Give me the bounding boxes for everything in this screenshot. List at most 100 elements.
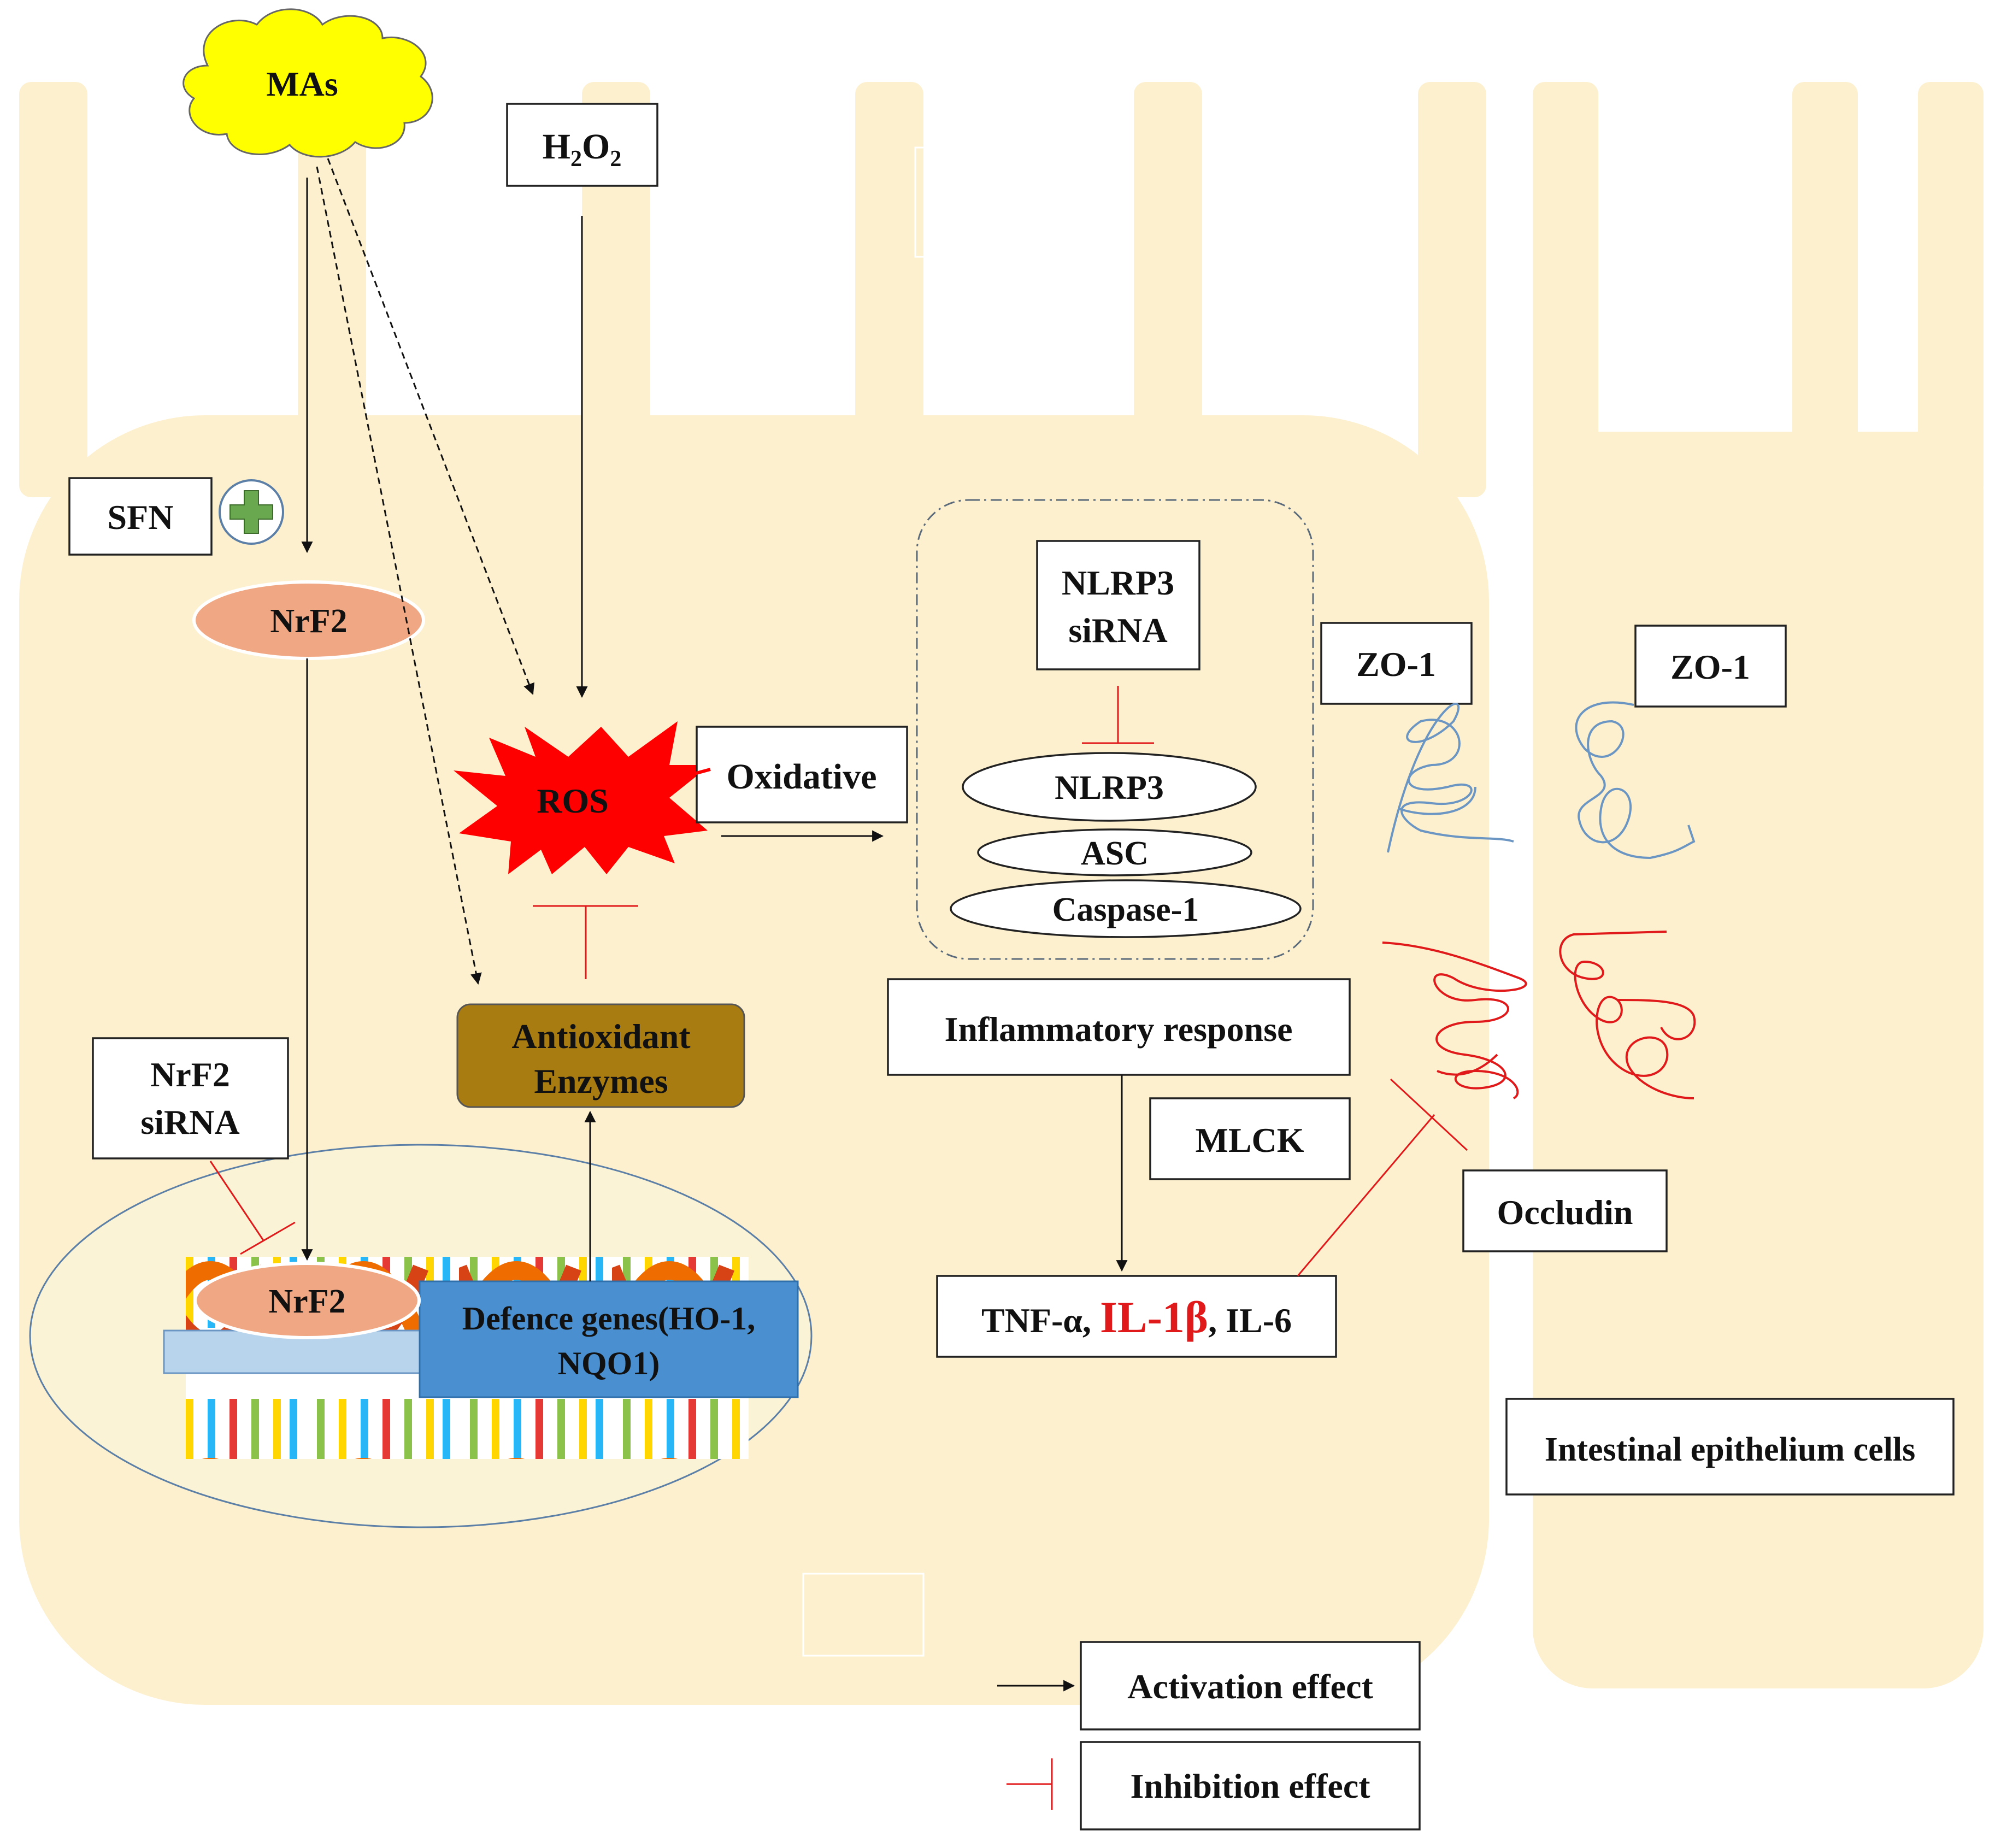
right-microvillus-3 [1918,82,1984,497]
inflammatory-label: Inflammatory response [945,1010,1293,1049]
oxidative-label: Oxidative [727,757,877,797]
microvillus-6 [1418,82,1486,497]
inflammasome-frame [916,499,1314,960]
h2o2-sub1: 2 [570,146,582,172]
asc-label: ASC [1081,835,1149,872]
occludin-fibers [1382,931,1696,1099]
oxidative-box: Oxidative [696,726,908,823]
zo1-right-label: ZO-1 [1670,648,1750,686]
arrow-ros-to-oxidative [655,768,711,786]
defence-genes-box [419,1280,799,1398]
occludin-label: Occludin [1497,1193,1633,1232]
zo1-fiber-left [1387,703,1514,853]
h2o2-o: O [582,127,610,167]
occludin-fiber-left [1382,941,1527,1099]
caspase1-label: Caspase-1 [1052,891,1199,928]
mas-label: MAs [266,64,338,103]
sfn-frame [68,477,213,556]
plus-icon [229,490,273,534]
zo1-fiber-right [1575,701,1696,860]
microvillus-5 [1134,82,1202,497]
faint-box-top [914,146,946,258]
h2o2-label: H2O2 [543,127,622,172]
inhibit-il1b-to-occludin-bar [1390,1078,1468,1151]
right-microvillus-2 [1792,82,1858,497]
ros-burst-icon [454,721,710,874]
h2o2-box: H2O2 [506,103,658,187]
intestinal-label: Intestinal epithelium cells [1545,1431,1916,1468]
zo1-right-frame [1634,625,1787,708]
legend-activation-label: Activation effect [1127,1667,1373,1706]
zo1-fibers [1387,701,1696,860]
nrf2-sirna-frame [92,1037,289,1160]
cytokine-label: TNF-α,IL-1β, IL-6 [981,1292,1292,1342]
h2o2-frame [506,103,658,187]
caspase1-ellipse [950,879,1302,938]
mas-cloud: MAs [183,8,433,158]
antioxidant-box: Antioxidant Enzymes [456,1003,745,1108]
inhibit-nrf2-sirna-stem [209,1161,264,1241]
cytokine-frame [936,1275,1337,1358]
cytokine-il6: , IL-6 [1208,1301,1292,1340]
ros-label: ROS [537,781,609,820]
occludin-frame [1462,1169,1668,1252]
h2o2-h: H [543,127,570,167]
dashed-arrow-mas-to-ros [327,158,535,695]
dashed-arrows [316,158,535,985]
microvillus-1 [19,82,87,497]
zo1-right-box: ZO-1 [1634,625,1787,708]
inhibition-lines [209,686,1468,1276]
nlrp3-ellipse [962,752,1257,822]
cytokine-il1b: IL-1β [1100,1292,1208,1342]
occludin-fiber-left-2 [1437,1054,1498,1076]
faint-box-bottom [802,1573,925,1657]
nrf2-sirna-line2: siRNA [140,1103,239,1141]
inhibit-nrf2-sirna-bar [240,1221,296,1255]
intestinal-frame [1505,1398,1955,1496]
microvillus-2 [298,82,366,497]
mlck-frame [1149,1097,1351,1180]
nlrp3-sirna-frame [1036,540,1200,670]
right-cell-body [1533,432,1984,1688]
right-microvillus-1 [1533,82,1598,497]
dashed-arrow-mas-to-antioxidant [316,166,482,985]
nrf2-sirna-line1: NrF2 [150,1055,230,1094]
legend-inhibition-frame [1080,1741,1421,1831]
antioxidant-frame [456,1003,745,1108]
legend: Activation effect Inhibition effect [997,1641,1421,1831]
asc-ellipse [977,828,1252,876]
antioxidant-line2: Enzymes [534,1062,668,1100]
nlrp3-label: NLRP3 [1055,769,1164,807]
antioxidant-line1: Antioxidant [511,1017,691,1056]
ros-star: ROS [454,721,710,874]
defence-genes-line2: NQO1) [558,1345,660,1381]
nrf2-nucleus-label: NrF2 [268,1283,345,1320]
intestinal-box: Intestinal epithelium cells [1505,1398,1955,1496]
right-cell [1533,82,1984,1688]
occludin-box: Occludin [1462,1169,1668,1252]
inflammatory-box: Inflammatory response [887,978,1351,1076]
cytokine-box: TNF-α,IL-1β, IL-6 [936,1275,1337,1358]
zo1-left-box: ZO-1 [1320,622,1473,705]
cloud-icon [183,8,433,158]
defence-genes-line1: Defence genes(HO-1, [462,1300,755,1337]
oxidative-frame [696,726,908,823]
nrf2-cytoplasm-ellipse [192,580,425,660]
nlrp3-sirna-line1: NLRP3 [1062,563,1174,602]
inhibit-il1b-to-occludin-stem [1297,1114,1435,1276]
legend-activation-frame [1080,1641,1421,1731]
nlrp3-sirna-line2: siRNA [1068,611,1167,650]
occludin-fiber-right [1559,931,1694,1099]
nucleus: Defence genes(HO-1, NQO1) NrF2 [29,1144,813,1528]
inflammasome-complex: NLRP3 siRNA NLRP3 ASC Caspase-1 [916,499,1314,960]
nrf2-sirna-box: NrF2 siRNA [92,1037,289,1160]
zo1-fiber-left-2 [1398,786,1476,815]
mlck-box: MLCK [1149,1097,1351,1180]
cytokine-tnf: TNF-α, [981,1301,1091,1340]
legend-inhibition-label: Inhibition effect [1130,1767,1370,1805]
sfn-label: SFN [108,498,174,537]
sfn-box: SFN [68,477,284,556]
nrf2-cytoplasm: NrF2 [192,580,425,660]
activation-arrows [301,178,1128,1281]
